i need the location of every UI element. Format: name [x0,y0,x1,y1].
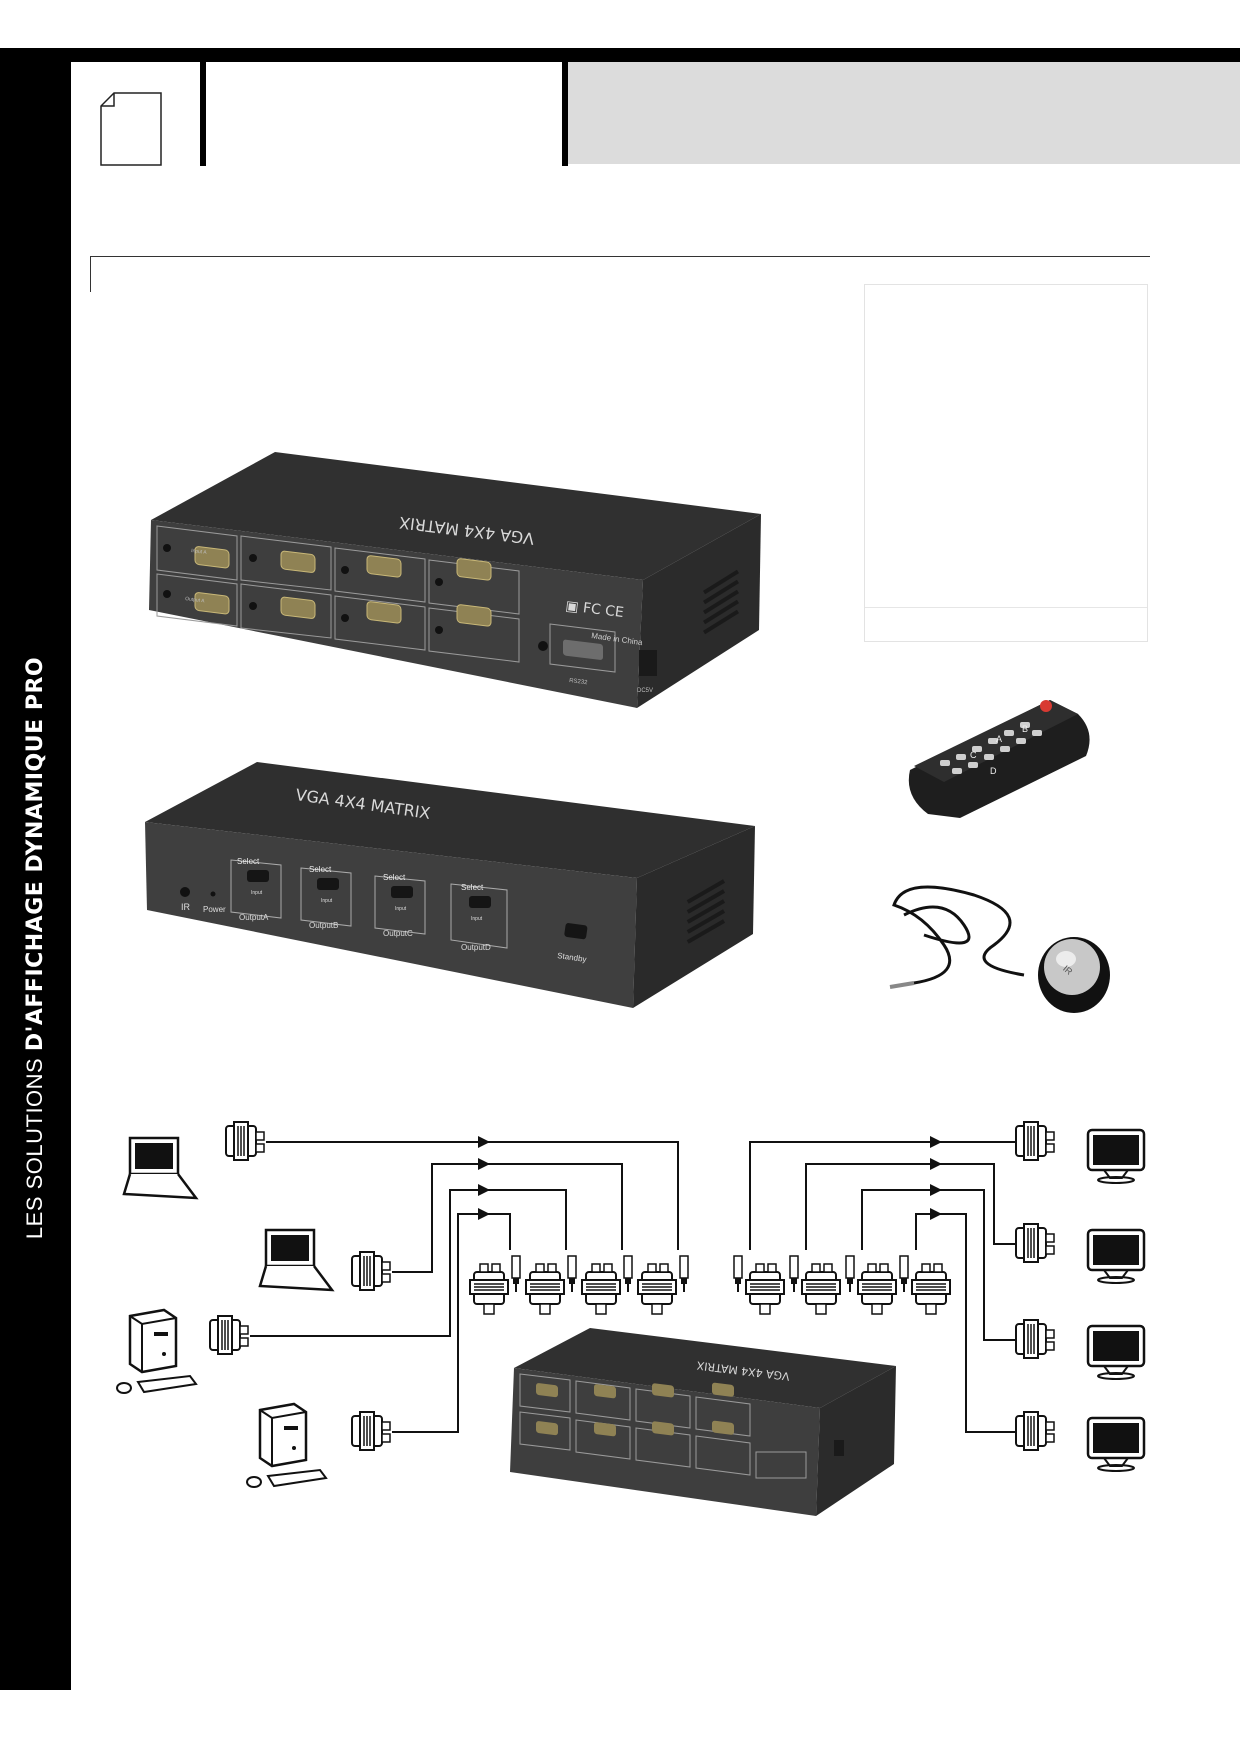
front-output-c: OutputC [383,929,413,938]
section-rule-corner [90,256,91,292]
document-icon [100,92,162,166]
front-input-label-d: Input [471,916,483,922]
left-sidebar: LES SOLUTIONS D'AFFICHAGE DYNAMIQUE PRO [0,48,71,1690]
front-input-label-a: Input [251,890,263,896]
header-grey-panel [568,62,1240,164]
spec-box-divider [865,607,1147,608]
front-select-label-c: Select [383,873,406,882]
monitor-icon [1086,1228,1146,1285]
header-divider-right [562,62,568,166]
rear-output-a: Output A [185,596,206,604]
audio-jack-icon [623,1255,633,1293]
vga-connector-icon [225,1121,265,1161]
sidebar-brand-text: LES SOLUTIONS D'AFFICHAGE DYNAMIQUE PRO [22,657,48,1239]
ir-receiver-photo: IR [889,885,1110,1013]
svg-text:▣ FC CE: ▣ FC CE [565,598,625,621]
front-ir-label: IR [181,902,191,912]
front-power-label: Power [203,905,226,914]
front-select-label-b: Select [309,865,332,874]
remote-key-b: B [1022,724,1028,734]
spec-box [864,284,1148,642]
rear-input-a: Input A [191,548,208,556]
audio-jack-icon [567,1255,577,1293]
vga-connector-icon [857,1263,897,1315]
matrix-rear-photo: VGA 4X4 MATRIX Made in China DC5V RS232 … [149,452,761,708]
front-select-group-c: Select Input OutputC [374,873,426,938]
front-select-group-d: Select Input OutputD [450,883,508,952]
front-output-d: OutputD [461,943,491,952]
vga-connector-icon [525,1263,565,1315]
audio-jack-icon [733,1255,743,1293]
vga-connector-icon [351,1251,391,1291]
vga-connector-icon [469,1263,509,1315]
remote-key-c: C [970,750,977,760]
monitor-icon [1086,1128,1146,1185]
laptop-icon [258,1228,334,1292]
vga-connector-icon [637,1263,677,1315]
remote-key-d: D [990,766,997,776]
front-input-label-b: Input [321,898,333,904]
remote-control-photo: A B C D [908,700,1090,818]
monitor-icon [1086,1324,1146,1381]
audio-jack-icon [789,1255,799,1293]
vga-connector-icon [1015,1411,1055,1451]
front-select-label-d: Select [461,883,484,892]
vga-connector-icon [351,1411,391,1451]
vga-connector-icon [745,1263,785,1315]
front-select-group-b: Select Input OutputB [300,865,352,930]
vga-connector-icon [1015,1319,1055,1359]
audio-jack-icon [511,1255,521,1293]
desktop-computer-icon [115,1308,198,1395]
sidebar-text-light: LES SOLUTIONS [22,1051,47,1240]
audio-jack-icon [845,1255,855,1293]
vga-connector-icon [911,1263,951,1315]
front-select-label-a: Select [237,857,260,866]
front-output-b: OutputB [309,921,338,930]
vga-connector-icon [801,1263,841,1315]
audio-jack-icon [899,1255,909,1293]
rear-rs232-label: RS232 [569,678,589,686]
sidebar-text-bold: D'AFFICHAGE DYNAMIQUE PRO [23,656,48,1052]
matrix-front-photo: VGA 4X4 MATRIX IR Power Select Input Out… [145,762,755,1008]
front-output-a: OutputA [239,913,269,922]
connection-diagram: VGA 4X4 MATRIX [115,1121,1146,1516]
front-standby-label: Standby [557,951,587,964]
header-top-rule [0,48,1240,62]
vga-connector-icon [1015,1121,1055,1161]
vga-connector-icon [581,1263,621,1315]
desktop-computer-icon [245,1402,328,1489]
front-select-group-a: Select Input OutputA [230,857,282,922]
section-rule [90,256,1150,257]
laptop-icon [122,1136,198,1200]
monitor-icon [1086,1416,1146,1473]
matrix-mini-photo: VGA 4X4 MATRIX [510,1328,896,1516]
rear-dc-label: DC5V [637,688,653,694]
vga-connector-icon [1015,1223,1055,1263]
vga-connector-icon [209,1315,249,1355]
header-divider-left [200,62,206,166]
remote-key-a: A [996,734,1002,744]
audio-jack-icon [679,1255,689,1293]
front-input-label-c: Input [395,906,407,912]
